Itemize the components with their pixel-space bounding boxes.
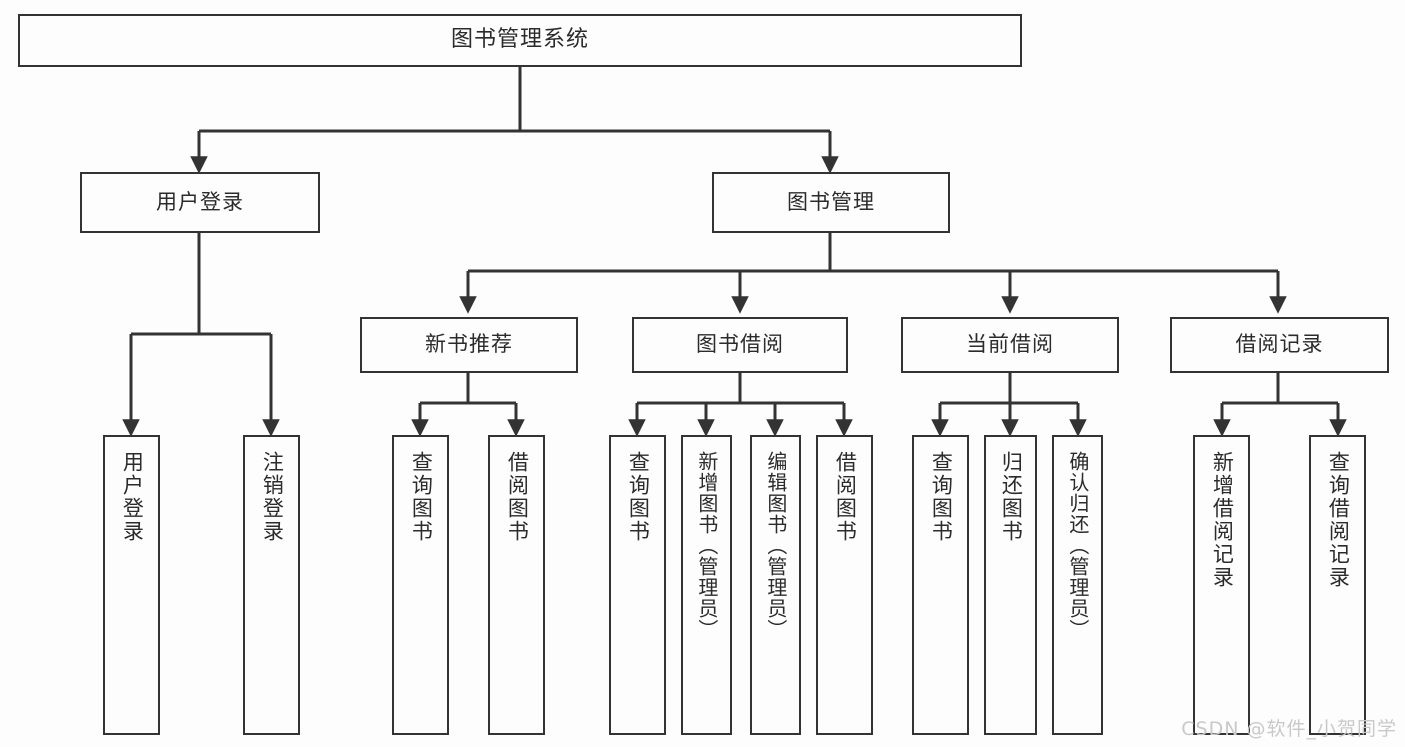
leaf-borrow-books-recommend[interactable]: 借阅图书	[488, 435, 545, 735]
node-label: 用户登录	[120, 451, 145, 543]
node-label: 编辑图书（管理员）	[763, 451, 788, 640]
node-borrow-records[interactable]: 借阅记录	[1170, 317, 1389, 373]
leaf-edit-book-admin[interactable]: 编辑图书（管理员）	[750, 435, 801, 735]
node-label: 新增图书（管理员）	[694, 451, 719, 640]
node-label: 图书管理	[787, 189, 875, 214]
node-label: 查询图书	[929, 451, 954, 543]
node-label: 用户登录	[156, 189, 244, 214]
leaf-query-books-borrow[interactable]: 查询图书	[609, 435, 666, 735]
leaf-borrow-books[interactable]: 借阅图书	[816, 435, 873, 735]
node-root-book-management-system[interactable]: 图书管理系统	[18, 14, 1022, 67]
leaf-add-book-admin[interactable]: 新增图书（管理员）	[681, 435, 732, 735]
node-label: 确认归还（管理员）	[1065, 451, 1090, 640]
node-label: 新书推荐	[425, 332, 513, 357]
node-label: 注销登录	[260, 451, 285, 543]
node-current-borrow[interactable]: 当前借阅	[901, 317, 1119, 373]
node-new-book-recommend[interactable]: 新书推荐	[360, 317, 578, 373]
leaf-user-login[interactable]: 用户登录	[103, 435, 160, 735]
node-label: 查询图书	[409, 451, 434, 543]
leaf-add-borrow-record[interactable]: 新增借阅记录	[1193, 435, 1250, 735]
node-label: 当前借阅	[966, 332, 1054, 357]
node-label: 查询借阅记录	[1326, 451, 1351, 589]
node-book-management[interactable]: 图书管理	[712, 172, 950, 233]
leaf-query-borrow-record[interactable]: 查询借阅记录	[1309, 435, 1366, 735]
node-label: 图书管理系统	[450, 27, 589, 53]
leaf-logout[interactable]: 注销登录	[243, 435, 300, 735]
node-label: 借阅记录	[1235, 332, 1324, 357]
node-label: 归还图书	[999, 451, 1024, 543]
leaf-query-books-recommend[interactable]: 查询图书	[392, 435, 449, 735]
node-book-borrow[interactable]: 图书借阅	[632, 317, 848, 373]
node-label: 图书借阅	[696, 332, 784, 357]
node-label: 新增借阅记录	[1210, 451, 1235, 589]
leaf-return-books[interactable]: 归还图书	[984, 435, 1037, 735]
node-label: 借阅图书	[833, 451, 858, 543]
node-label: 借阅图书	[505, 451, 530, 543]
node-user-login[interactable]: 用户登录	[80, 172, 320, 233]
leaf-query-books-current[interactable]: 查询图书	[912, 435, 969, 735]
leaf-confirm-return-admin[interactable]: 确认归还（管理员）	[1052, 435, 1103, 735]
node-label: 查询图书	[626, 451, 651, 543]
